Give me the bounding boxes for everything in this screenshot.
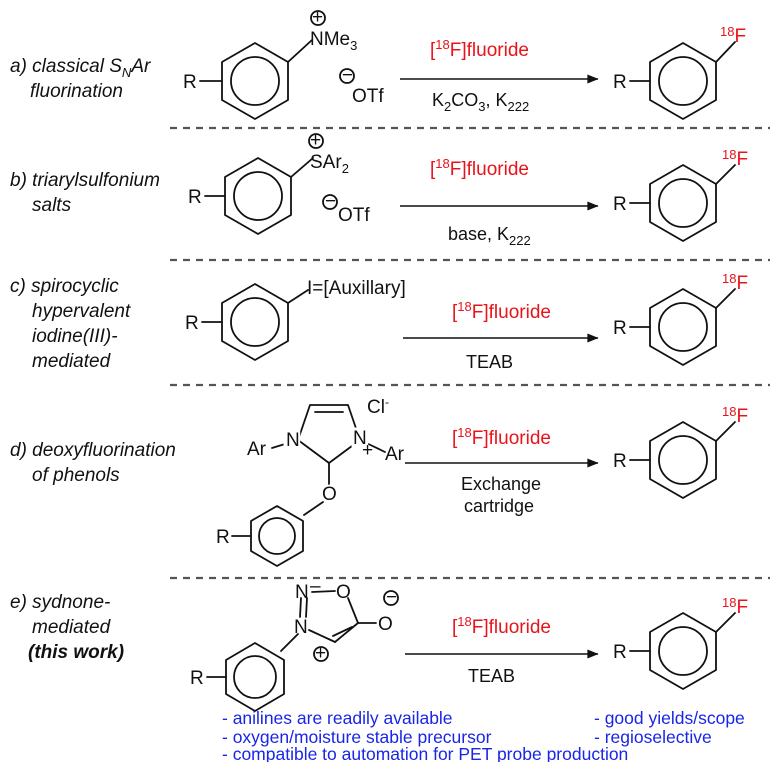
svg-text:N: N [353,428,367,449]
scheme-d-conditions-line1: Exchange [461,474,541,494]
scheme-e: e) sydnone- mediated (this work) N – O N… [10,576,748,712]
scheme-d: d) deoxyfluorination of phenols Ar N N N… [10,395,748,567]
scheme-b-product-r: R [613,194,627,215]
scheme-d-aryl-ring [250,505,304,567]
advantage-yields: - good yields/scope [594,708,745,728]
scheme-e-o-ring: O [336,582,351,603]
scheme-e-n3: N [294,617,308,638]
advantage-anilines: - anilines are readily available [222,708,453,728]
advantages-list: - anilines are readily available - good … [222,708,745,762]
scheme-d-ar-left: Ar [247,439,267,460]
scheme-b-sar2: SAr2 [310,152,349,176]
scheme-d-n3: N [353,428,367,449]
scheme-a-label-line1: a) classical SNAr [10,56,151,80]
scheme-b-r-group: R [188,187,202,208]
scheme-d-label-line1: d) deoxyfluorination [10,440,176,461]
scheme-c-r-group: R [185,313,199,334]
scheme-b-conditions: base, K222 [448,224,531,248]
scheme-d-product-ring [649,421,717,499]
scheme-b-counterion: OTf [338,205,370,226]
scheme-e-conditions: TEAB [468,666,515,686]
scheme-a-nme3: NMe3 [310,29,357,53]
scheme-e-aryl-ring [225,642,285,712]
scheme-a-counterion: OTf [352,86,384,107]
minus-charge-icon [339,68,355,84]
svg-text:−: − [386,587,397,608]
scheme-d-oxygen: O [322,484,337,505]
scheme-e-product-r: R [613,642,627,663]
scheme-c: c) spirocyclic hypervalent iodine(III)- … [10,271,748,372]
scheme-a-label-line2: fluorination [30,81,123,102]
scheme-a: a) classical SNAr fluorination R NMe3 + … [10,7,746,120]
scheme-e-label-line2: mediated [32,617,112,638]
scheme-a-r-group: R [183,72,197,93]
scheme-c-label-line3: iodine(III)- [32,326,118,347]
scheme-d-label-line2: of phenols [32,465,120,486]
scheme-a-product-ring [649,42,717,120]
scheme-e-product-ring [649,612,717,690]
svg-text:+: + [310,130,321,151]
scheme-b-product-18f: 18F [722,147,748,170]
svg-text:+: + [315,643,326,664]
scheme-e-product-18f: 18F [722,595,748,618]
advantage-stable: - oxygen/moisture stable precursor [222,727,492,747]
scheme-c-product-18f: 18F [722,271,748,294]
scheme-d-r-group: R [216,527,230,548]
scheme-b-label-line2: salts [32,195,72,216]
scheme-d-conditions-line2: cartridge [464,496,534,516]
scheme-d-product-r: R [613,451,627,472]
scheme-b-product-ring [649,164,717,242]
scheme-c-conditions: TEAB [466,352,513,372]
scheme-c-product-r: R [613,318,627,339]
plus-charge-icon [310,10,326,26]
scheme-c-label-line4: mediated [32,351,112,372]
scheme-d-ar-right: Ar [385,444,405,465]
scheme-c-label-line2: hypervalent [32,301,131,322]
advantage-regioselective: - regioselective [594,727,712,747]
scheme-b: b) triarylsulfonium salts R SAr2 + − OTf… [10,130,748,248]
scheme-e-label-line1: e) sydnone- [10,592,110,613]
scheme-c-iodine-auxillary: I=[Auxillary] [307,278,406,299]
scheme-a-conditions: K2CO3, K222 [432,90,529,114]
advantage-automation: - compatible to automation for PET probe… [222,744,628,762]
scheme-d-counterion: Cl- [367,395,389,418]
scheme-d-reagent: [18F]fluoride [452,425,551,449]
minus-charge-icon [383,590,399,606]
minus-charge-icon [322,194,338,210]
svg-text:−: − [325,191,336,212]
plus-charge-icon [313,646,329,662]
scheme-e-n1: N [295,582,309,603]
svg-text:–: – [310,576,321,597]
scheme-e-label-line3: (this work) [28,642,124,663]
scheme-e-r-group: R [190,668,204,689]
svg-text:+: + [312,7,323,28]
svg-text:+: + [362,440,373,461]
scheme-d-product-18f: 18F [722,404,748,427]
scheme-a-product-r: R [613,72,627,93]
svg-text:N: N [285,430,299,451]
scheme-c-label-line1: c) spirocyclic [10,276,119,297]
scheme-b-label-line1: b) triarylsulfonium [10,170,160,191]
scheme-b-reagent: [18F]fluoride [430,156,529,180]
scheme-d-n1: N [286,430,300,451]
scheme-c-product-ring [649,288,717,366]
scheme-d-imidazolium-ring [297,404,361,464]
scheme-c-reagent: [18F]fluoride [452,299,551,323]
scheme-e-exo-oxygen: O [378,614,393,635]
scheme-e-reagent: [18F]fluoride [452,614,551,638]
svg-text:−: − [342,65,353,86]
scheme-a-product-18f: 18F [720,24,746,47]
scheme-a-reagent: [18F]fluoride [430,37,529,61]
plus-charge-icon [308,133,324,149]
